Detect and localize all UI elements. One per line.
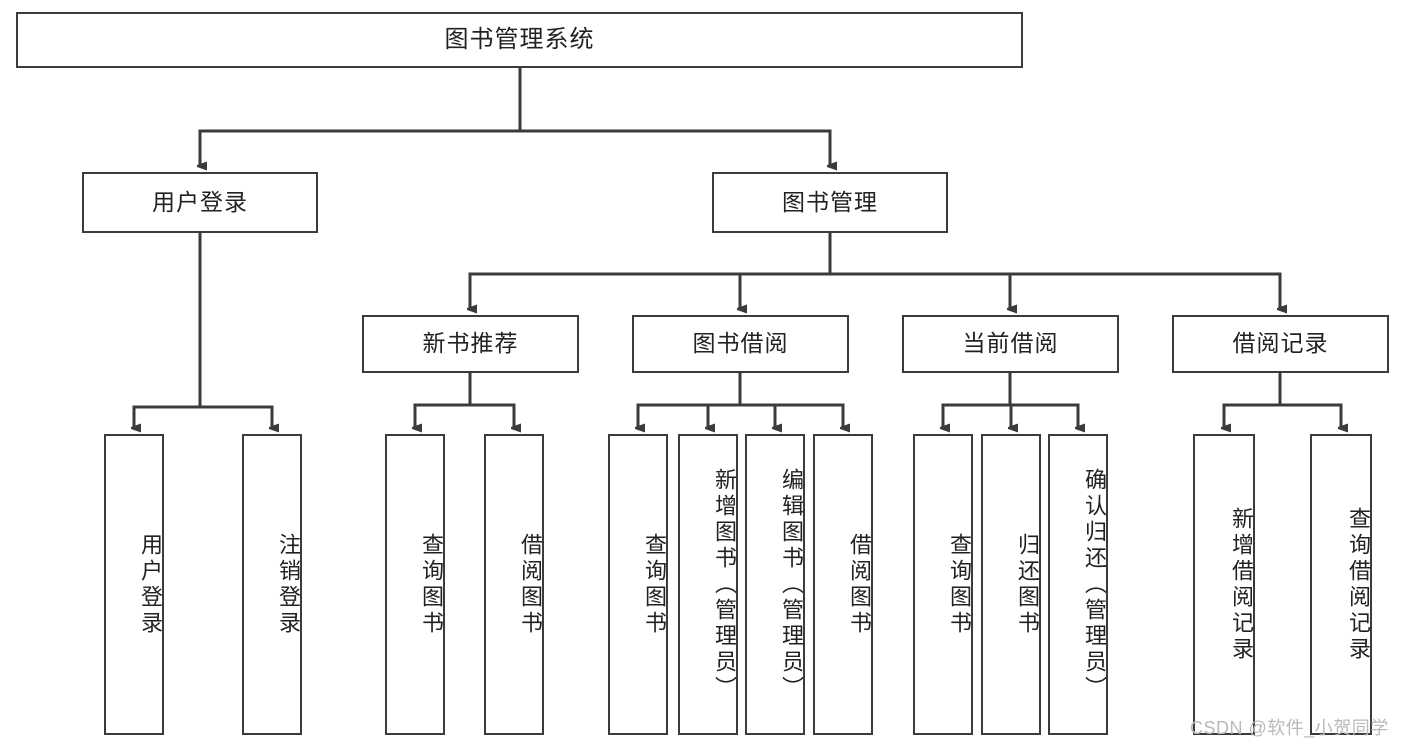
node-leaf-borrow-book[interactable]: 借阅图书: [813, 434, 873, 735]
node-user-login[interactable]: 用户登录: [82, 172, 318, 233]
node-book-manage[interactable]: 图书管理: [712, 172, 948, 233]
node-leaf-user-logout[interactable]: 注销登录: [242, 434, 302, 735]
leaf-label: 新增借阅记录: [1229, 506, 1254, 663]
node-leaf-user-login[interactable]: 用户登录: [104, 434, 164, 735]
node-new-book-rec[interactable]: 新书推荐: [362, 315, 579, 373]
leaf-label: 查询图书: [419, 532, 444, 637]
node-leaf-query-book-rec[interactable]: 查询图书: [385, 434, 445, 735]
leaf-label: 编辑图书（管理员）: [779, 467, 804, 702]
leaf-label: 新增图书（管理员）: [712, 467, 737, 702]
node-book-borrow[interactable]: 图书借阅: [632, 315, 849, 373]
leaf-label: 归还图书: [1015, 532, 1040, 637]
leaf-label: 查询图书: [642, 532, 667, 637]
node-leaf-add-book[interactable]: 新增图书（管理员）: [678, 434, 738, 735]
node-leaf-borrow-book-rec[interactable]: 借阅图书: [484, 434, 544, 735]
node-current-borrow[interactable]: 当前借阅: [902, 315, 1119, 373]
leaf-label: 借阅图书: [847, 532, 872, 637]
leaf-label: 查询借阅记录: [1346, 506, 1371, 663]
node-borrow-record[interactable]: 借阅记录: [1172, 315, 1389, 373]
leaf-label: 查询图书: [947, 532, 972, 637]
leaf-label: 借阅图书: [518, 532, 543, 637]
csdn-watermark: CSDN @软件_小贺同学: [1190, 718, 1389, 738]
leaf-label: 注销登录: [276, 532, 301, 637]
node-leaf-add-record[interactable]: 新增借阅记录: [1193, 434, 1255, 735]
node-root[interactable]: 图书管理系统: [16, 12, 1023, 68]
node-leaf-confirm-return[interactable]: 确认归还（管理员）: [1048, 434, 1108, 735]
node-leaf-query-book-bor[interactable]: 查询图书: [608, 434, 668, 735]
node-leaf-query-record[interactable]: 查询借阅记录: [1310, 434, 1372, 735]
node-leaf-return-book[interactable]: 归还图书: [981, 434, 1041, 735]
node-leaf-edit-book[interactable]: 编辑图书（管理员）: [745, 434, 805, 735]
leaf-label: 确认归还（管理员）: [1082, 467, 1107, 702]
leaf-label: 用户登录: [138, 532, 163, 637]
node-leaf-query-book-cur[interactable]: 查询图书: [913, 434, 973, 735]
